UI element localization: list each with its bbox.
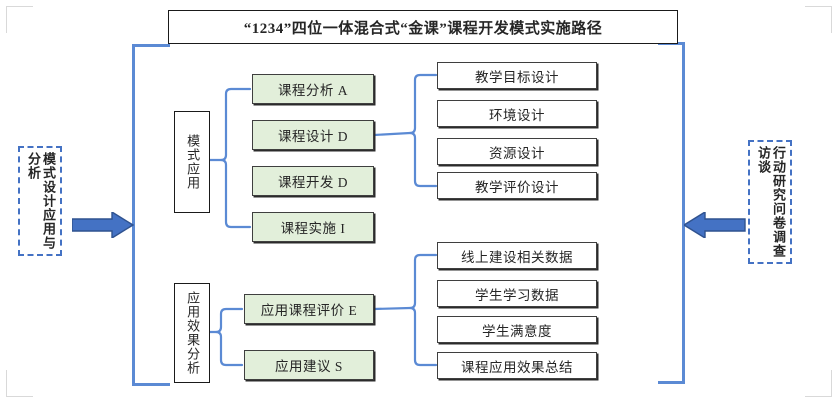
frame-line-bottom-right — [658, 381, 685, 384]
page-margin-mark-top-left — [6, 6, 33, 33]
detail-student-learning-data: 学生学习数据 — [437, 280, 597, 307]
node-course-evaluation: 应用课程评价 E — [244, 294, 374, 324]
frame-line-top-left — [132, 44, 170, 47]
detail-resource-design: 资源设计 — [437, 138, 597, 165]
detail-teaching-objective-design: 教学目标设计 — [437, 62, 597, 89]
node-course-analysis: 课程分析 A — [252, 74, 374, 104]
node-course-development: 课程开发 D — [252, 166, 374, 196]
node-application-suggestion: 应用建议 S — [244, 350, 374, 380]
node-course-implementation: 课程实施 I — [252, 212, 374, 242]
page-margin-mark-bottom-right — [805, 370, 832, 397]
category-label-mode-application: 模式应用 — [174, 111, 210, 213]
arrow-left-icon — [684, 212, 746, 238]
page-margin-mark-bottom-left — [6, 370, 33, 397]
page-margin-mark-top-right — [805, 6, 832, 33]
detail-teaching-evaluation-design: 教学评价设计 — [437, 172, 597, 199]
detail-application-effect-summary: 课程应用效果总结 — [437, 352, 597, 379]
frame-line-bottom-left — [132, 383, 170, 386]
side-panel-right: 行动研究问卷调查访谈 — [748, 140, 792, 264]
category-label-effect-analysis: 应用效果分析 — [174, 283, 210, 383]
frame-line-right — [682, 42, 685, 384]
node-course-design: 课程设计 D — [252, 120, 374, 150]
diagram-title: “1234”四位一体混合式“金课”课程开发模式实施路径 — [168, 10, 678, 44]
side-panel-left: 模式设计应用与分析 — [18, 146, 62, 256]
frame-line-left — [132, 44, 135, 386]
detail-student-satisfaction: 学生满意度 — [437, 316, 597, 343]
detail-environment-design: 环境设计 — [437, 100, 597, 127]
arrow-right-icon — [72, 212, 134, 238]
detail-online-construction-data: 线上建设相关数据 — [437, 242, 597, 269]
